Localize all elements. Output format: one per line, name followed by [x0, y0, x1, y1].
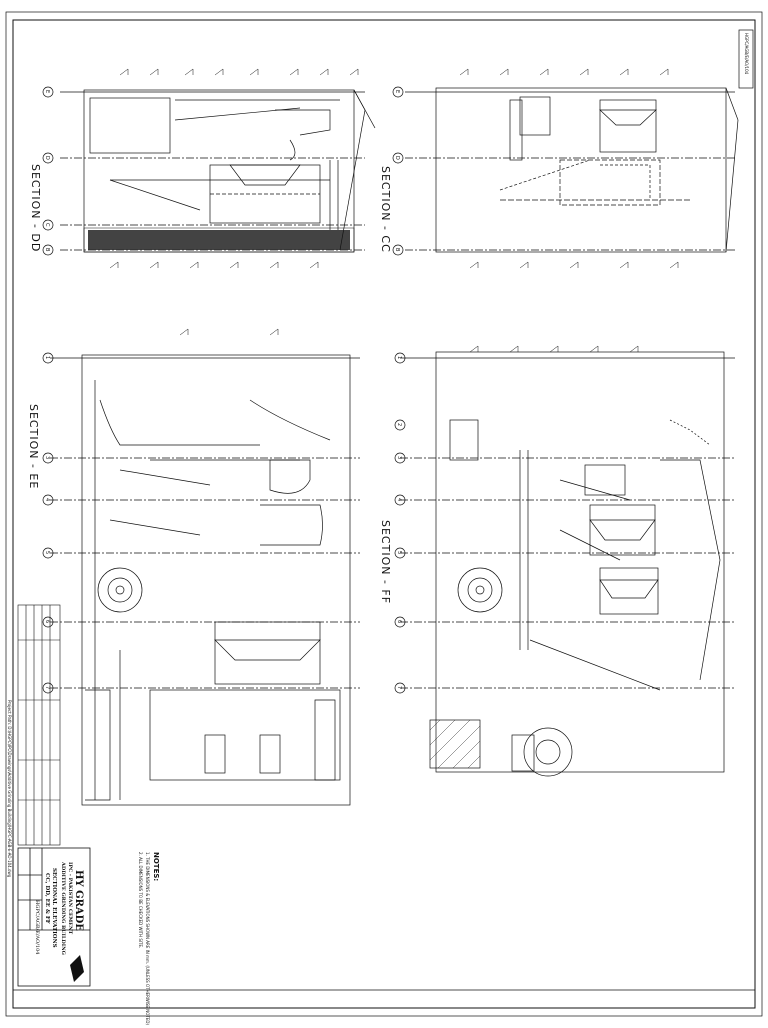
grid-bubble-label: 7 [44, 686, 50, 690]
section-dd-drawing [60, 89, 376, 253]
note-item: 2. ALL DIMENSIONS TO BE CHECKED WITH SIT… [138, 852, 143, 949]
drawing-number: HGPC/AGB/E/AO/104 [34, 900, 40, 955]
grid-bubble-label: D [394, 156, 400, 160]
title-block-grid [17, 847, 91, 987]
company-logo [70, 955, 84, 982]
grid-bubble-label: B [394, 248, 400, 252]
grid-bubble-label: E [44, 90, 50, 94]
drawing-title-line: SECTIONAL ELEVATIONS [51, 868, 57, 948]
grid-bubble-label: 2 [396, 423, 402, 427]
grid-bubble-label: B [44, 248, 50, 252]
grid-bubble-label: 1 [396, 356, 402, 360]
grid-bubble-label: E [394, 90, 400, 94]
note-item: 1. THE DIMENSIONS & ELEVATIONS SHOWN ARE… [145, 852, 150, 1025]
section-dd-title: SECTION - DD [29, 164, 42, 253]
section-ee-drawing [50, 354, 360, 806]
edge-drawing-number-box [738, 29, 754, 89]
edge-drawing-number: HGPC/AGB/E/AO/104 [744, 33, 749, 75]
grid-bubble-label: C [44, 223, 50, 227]
section-cc-title: SECTION - CC [379, 166, 392, 253]
grid-bubble-label: 3 [396, 456, 402, 460]
grid-bubble-label: 5 [396, 551, 402, 555]
grid-bubble-label: 7 [396, 686, 402, 690]
grid-bubble-label: 1 [44, 356, 50, 360]
outer-border [5, 11, 763, 1017]
company-name: HY GRADE [73, 870, 84, 931]
section-ff-drawing [400, 351, 735, 777]
notes-heading: NOTES: [152, 852, 160, 882]
revision-table [17, 604, 61, 846]
grid-bubble-label: 6 [44, 620, 50, 624]
grid-bubble-label: 5 [44, 551, 50, 555]
grid-bubbles [42, 86, 406, 694]
footer-file-path: Project Path: D:\HGPC\IPC\Drawings\Addit… [7, 700, 12, 878]
section-cc-drawing [405, 87, 739, 253]
client-line: ADDITIVE GRINDING BUILDING [60, 862, 66, 955]
grid-bubble-label: 4 [396, 498, 402, 502]
section-ff-title: SECTION - FF [379, 520, 392, 605]
grid-bubble-label: D [44, 156, 50, 160]
grid-bubble-label: 6 [396, 620, 402, 624]
drawing-title-line: CC, DD, EE & FF [44, 873, 50, 924]
grid-bubble-label: 4 [44, 498, 50, 502]
grid-bubble-label: 3 [44, 456, 50, 460]
client-line: IPC - PAKISTAN CEMENT [67, 862, 73, 935]
section-ee-title: SECTION - EE [27, 404, 40, 490]
inner-border [12, 19, 756, 1009]
elevation-tags [109, 68, 679, 353]
